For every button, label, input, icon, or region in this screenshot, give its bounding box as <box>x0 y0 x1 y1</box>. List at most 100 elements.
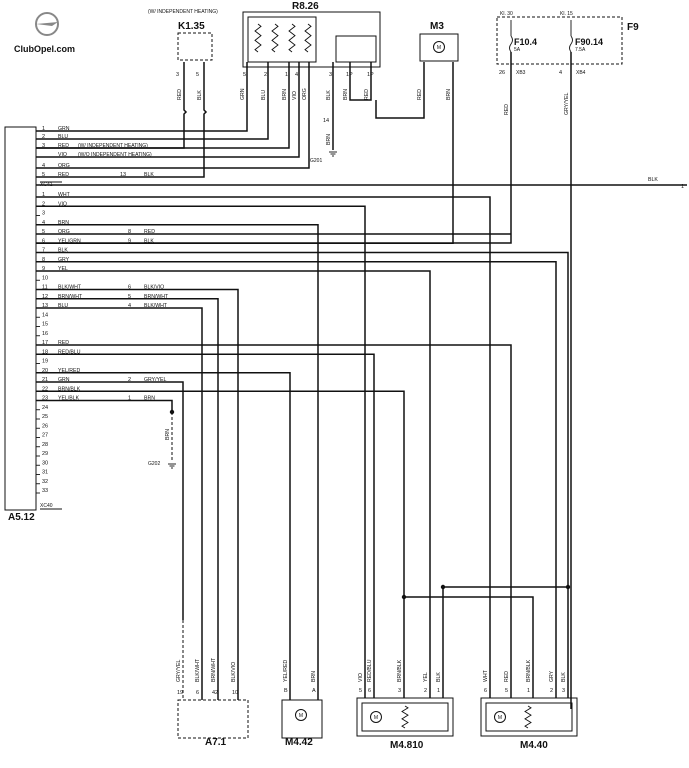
m3-blower-motor <box>419 33 459 62</box>
m440-pin-number: 2 <box>550 688 553 694</box>
m440-pin-number: 6 <box>484 688 487 694</box>
r826-1p-wire <box>349 62 372 101</box>
m3-name: M3 <box>430 21 444 32</box>
wht-wire <box>36 196 491 698</box>
wire-note: (W/ INDEPENDENT HEATING) <box>78 143 148 149</box>
pin-number: 27 <box>42 433 48 439</box>
wire-color-label: BLU <box>58 134 68 140</box>
motor-icon: M <box>374 715 378 721</box>
club-opel-logo <box>36 22 58 26</box>
m442-name: M4.42 <box>285 737 313 748</box>
pin-number: 1P <box>367 72 374 78</box>
pin-number: 11 <box>42 285 48 291</box>
pin-number: 4 <box>42 220 45 226</box>
wire-color-label: YEL/GRN <box>58 238 81 244</box>
a71-name: A7.1 <box>205 737 227 748</box>
pin-number: 13 <box>42 303 48 309</box>
wire-color-label: YEL <box>58 266 68 272</box>
m4810-wire-color-label: YEL <box>423 672 429 682</box>
wire-color-label: BLK/WHT <box>144 303 168 309</box>
pin-number: 2 <box>42 134 45 140</box>
pin-number: 1 <box>128 396 131 402</box>
wire-color-label: WHT <box>58 192 71 198</box>
motor-icon <box>370 711 382 723</box>
pin-number: 8 <box>128 229 131 235</box>
pin-number: 21 <box>42 377 48 383</box>
pin-number: 3 <box>42 143 45 149</box>
pin-number: 4 <box>128 303 131 309</box>
pin-number: 5 <box>243 72 246 78</box>
r826-name: R8.26 <box>292 1 319 12</box>
wire-color-label: YEL/BLK <box>58 396 80 402</box>
wire-color-label: ORG <box>302 88 308 100</box>
pin-number: 33 <box>42 488 48 494</box>
wire-color-label: BLK <box>197 90 203 100</box>
a512-name: A5.12 <box>8 512 35 523</box>
m440-wire-color-label: WHT <box>483 669 489 682</box>
grn-gry-yel-wire <box>36 381 184 620</box>
m4810-actuator <box>356 697 454 737</box>
a71-wire-color-label: GRY/YEL <box>176 659 182 682</box>
m3-red-wire <box>375 62 425 119</box>
pin-number: 22 <box>42 386 48 392</box>
m442-wire-color-label: YEL/RED <box>283 660 289 682</box>
red-blu-wire <box>36 353 375 698</box>
wire-color-label: VIO <box>58 152 67 158</box>
a71-wire-color-label: BLK/VIO <box>231 662 237 682</box>
pin-number: 26 <box>499 70 505 76</box>
motor-icon <box>433 41 445 53</box>
pin-number: 31 <box>42 470 48 476</box>
k135-name: K1.35 <box>178 21 205 32</box>
fuse-f90-14: F90.14 <box>575 37 603 47</box>
wire-color-label: RED <box>58 143 69 149</box>
pin-number: 26 <box>42 423 48 429</box>
a512-connector-xc40: XC40 <box>40 503 53 509</box>
splice-dot <box>169 409 175 415</box>
a512-connector-xc41: XC41 <box>40 182 53 188</box>
motor-icon: M <box>498 715 502 721</box>
m4810-pin-number: 6 <box>368 688 371 694</box>
pin-number: 25 <box>42 414 48 420</box>
resistor-icon <box>254 23 262 53</box>
m442-wire-color-label: BRN <box>311 671 317 682</box>
wire-color-label: GRY/YEL <box>564 92 570 115</box>
pin-number: 9 <box>128 238 131 244</box>
pin-number: 30 <box>42 460 48 466</box>
wires <box>36 20 687 709</box>
wire-color-label: BLK/VIO <box>144 285 164 291</box>
wire-color-label: BRN/WHT <box>144 294 169 300</box>
pin-number: 2 <box>42 201 45 207</box>
pin-number: 4 <box>42 163 45 169</box>
fuse-f10-4: F10.4 <box>514 37 537 47</box>
r826-org-wire <box>36 62 310 169</box>
pin-number: 3 <box>329 72 332 78</box>
m4810-wire-color-label: BLK <box>436 672 442 682</box>
a71-wire-color-label: BLK/WHT <box>195 658 201 682</box>
wire-color-label: GRN <box>58 377 70 383</box>
pin-number: 6 <box>42 238 45 244</box>
fuse-symbol <box>569 35 573 53</box>
m4810-name: M4.810 <box>390 740 424 751</box>
m440-pin-number: 5 <box>505 688 508 694</box>
a71-pin-number: 19 <box>177 690 183 696</box>
wire-color-label: RED <box>504 104 510 115</box>
pin-number: 3 <box>42 211 45 217</box>
blk-wht-wire <box>36 307 203 700</box>
wire-color-label: GRY/YEL <box>144 377 167 383</box>
m442-pin-number: B <box>284 688 288 694</box>
pin-number: 29 <box>42 451 48 457</box>
m440-name: M4.40 <box>520 740 548 751</box>
g202-ground: G202 <box>148 461 160 467</box>
pin-number: 1 <box>681 184 684 190</box>
wire-color-label: RED <box>177 89 183 100</box>
pin-number: 7 <box>42 248 45 254</box>
f9-name: F9 <box>627 22 639 33</box>
pin-number: 1P <box>346 72 353 78</box>
motor-icon <box>295 709 307 721</box>
pin-number: 1 <box>42 126 45 132</box>
m4810-wire-color-label: BRN/BLK <box>397 659 403 682</box>
wire-color-label: BLK <box>144 238 154 244</box>
pin-number: 5 <box>128 294 131 300</box>
